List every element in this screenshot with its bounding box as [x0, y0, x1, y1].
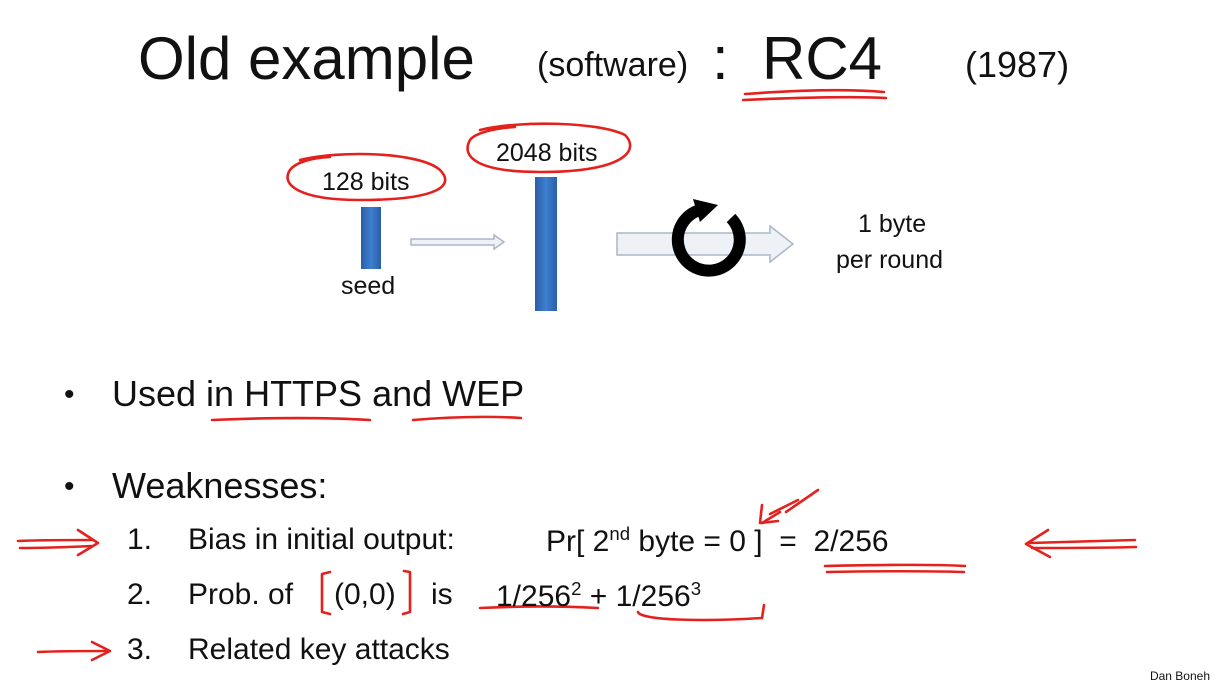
weakness-1-num: 1. [127, 523, 153, 556]
weakness-2-num: 2. [127, 578, 153, 611]
seed-label: seed [341, 272, 396, 300]
seed-size-label: 128 bits [322, 168, 410, 196]
weakness-1-formula: Pr[ 2nd byte = 0 ] = 2/256 [546, 523, 889, 558]
weakness-2-label: Prob. of [188, 578, 294, 611]
state-bar [535, 177, 557, 311]
title-main: Old example [138, 25, 475, 92]
seed-bar [361, 207, 381, 269]
output-rate-line1: 1 byte [858, 210, 927, 238]
state-size-label: 2048 bits [496, 139, 598, 167]
output-rate-line2: per round [836, 246, 944, 274]
bullet-weaknesses: Weaknesses: [112, 465, 328, 506]
weakness-2-pair: (0,0) [334, 578, 396, 611]
weakness-2-is: is [431, 578, 453, 611]
weakness-1-label: Bias in initial output: [188, 523, 455, 556]
weakness-2-formula: 1/2562 + 1/2563 [496, 578, 702, 613]
seed-to-state-arrow [410, 233, 506, 251]
author-credit: Dan Boneh [1149, 669, 1210, 683]
cycle-icon [671, 199, 746, 277]
output-arrow [616, 224, 795, 264]
title-colon: : [712, 25, 729, 92]
weakness-3-label: Related key attacks [188, 633, 450, 666]
title-qualifier: (software) [537, 46, 689, 84]
slide-title: Old example (software) : RC4 (1987) [0, 14, 1220, 104]
weakness-3-num: 3. [127, 633, 153, 666]
title-rc4: RC4 [762, 25, 883, 92]
bullet-dot-1: • [64, 378, 75, 411]
bullet-https-wep: Used in HTTPS and WEP [112, 373, 525, 414]
title-year: (1987) [965, 44, 1070, 85]
bullet-dot-2: • [64, 470, 75, 503]
